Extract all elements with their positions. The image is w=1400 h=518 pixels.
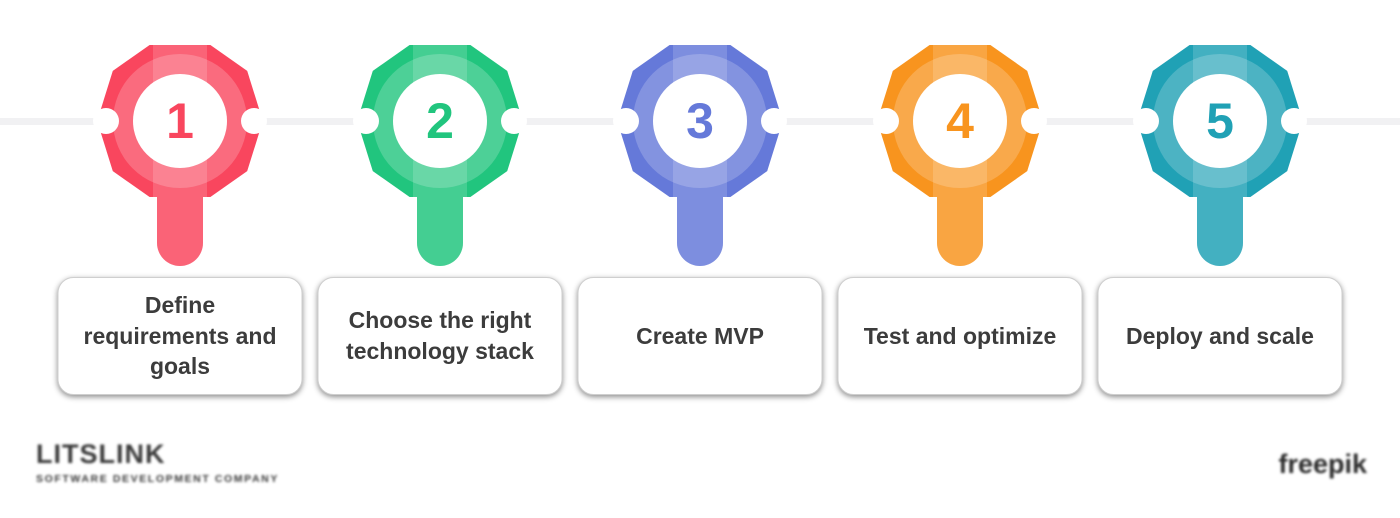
step-5-number: 5 xyxy=(1206,93,1234,149)
step-4-card: Test and optimize xyxy=(837,277,1083,395)
step-3-number: 3 xyxy=(686,93,714,149)
step-1-marker: 1 xyxy=(93,0,267,270)
step-1-card: Define requirements and goals xyxy=(57,277,303,395)
left-logo-name: LITSLINK xyxy=(36,439,166,469)
step-3-card: Create MVP xyxy=(577,277,823,395)
step-3-left-node-dot xyxy=(613,108,639,134)
step-4-label: Test and optimize xyxy=(863,322,1057,349)
step-1-left-node-dot xyxy=(93,108,119,134)
step-2-right-node-dot xyxy=(501,108,527,134)
left-logo-tagline: SOFTWARE DEVELOPMENT COMPANY xyxy=(36,473,279,486)
step-2-label: Choose the right technology stack xyxy=(346,307,534,364)
left-logo-watermark: LITSLINK SOFTWARE DEVELOPMENT COMPANY xyxy=(36,439,279,486)
step-5-right-node-dot xyxy=(1281,108,1307,134)
step-1-number-circle: 1 xyxy=(133,74,227,168)
step-4: 4 Test and optimize xyxy=(830,0,1090,518)
step-4-number: 4 xyxy=(946,93,974,149)
step-1-right-node-dot xyxy=(241,108,267,134)
step-4-right-node-dot xyxy=(1021,108,1047,134)
right-logo-watermark: freepik xyxy=(1278,449,1367,479)
step-5-number-circle: 5 xyxy=(1173,74,1267,168)
step-2: 2 Choose the right technology stack xyxy=(310,0,570,518)
steps-row: 1 Define requirements and goals 2 C xyxy=(50,0,1350,518)
step-2-card: Choose the right technology stack xyxy=(317,277,563,395)
step-1: 1 Define requirements and goals xyxy=(50,0,310,518)
step-3-marker: 3 xyxy=(613,0,787,270)
step-2-number-circle: 2 xyxy=(393,74,487,168)
step-5-marker: 5 xyxy=(1133,0,1307,270)
step-5-label: Deploy and scale xyxy=(1126,322,1314,349)
step-3-right-node-dot xyxy=(761,108,787,134)
step-2-left-node-dot xyxy=(353,108,379,134)
step-1-number: 1 xyxy=(166,93,194,149)
step-3: 3 Create MVP xyxy=(570,0,830,518)
step-1-label: Define requirements and goals xyxy=(83,292,277,380)
step-4-left-node-dot xyxy=(873,108,899,134)
step-4-marker: 4 xyxy=(873,0,1047,270)
step-3-number-circle: 3 xyxy=(653,74,747,168)
step-5-card: Deploy and scale xyxy=(1097,277,1343,395)
step-3-label: Create MVP xyxy=(636,322,764,349)
step-4-number-circle: 4 xyxy=(913,74,1007,168)
step-5: 5 Deploy and scale xyxy=(1090,0,1350,518)
step-2-marker: 2 xyxy=(353,0,527,270)
step-5-left-node-dot xyxy=(1133,108,1159,134)
step-2-number: 2 xyxy=(426,93,454,149)
